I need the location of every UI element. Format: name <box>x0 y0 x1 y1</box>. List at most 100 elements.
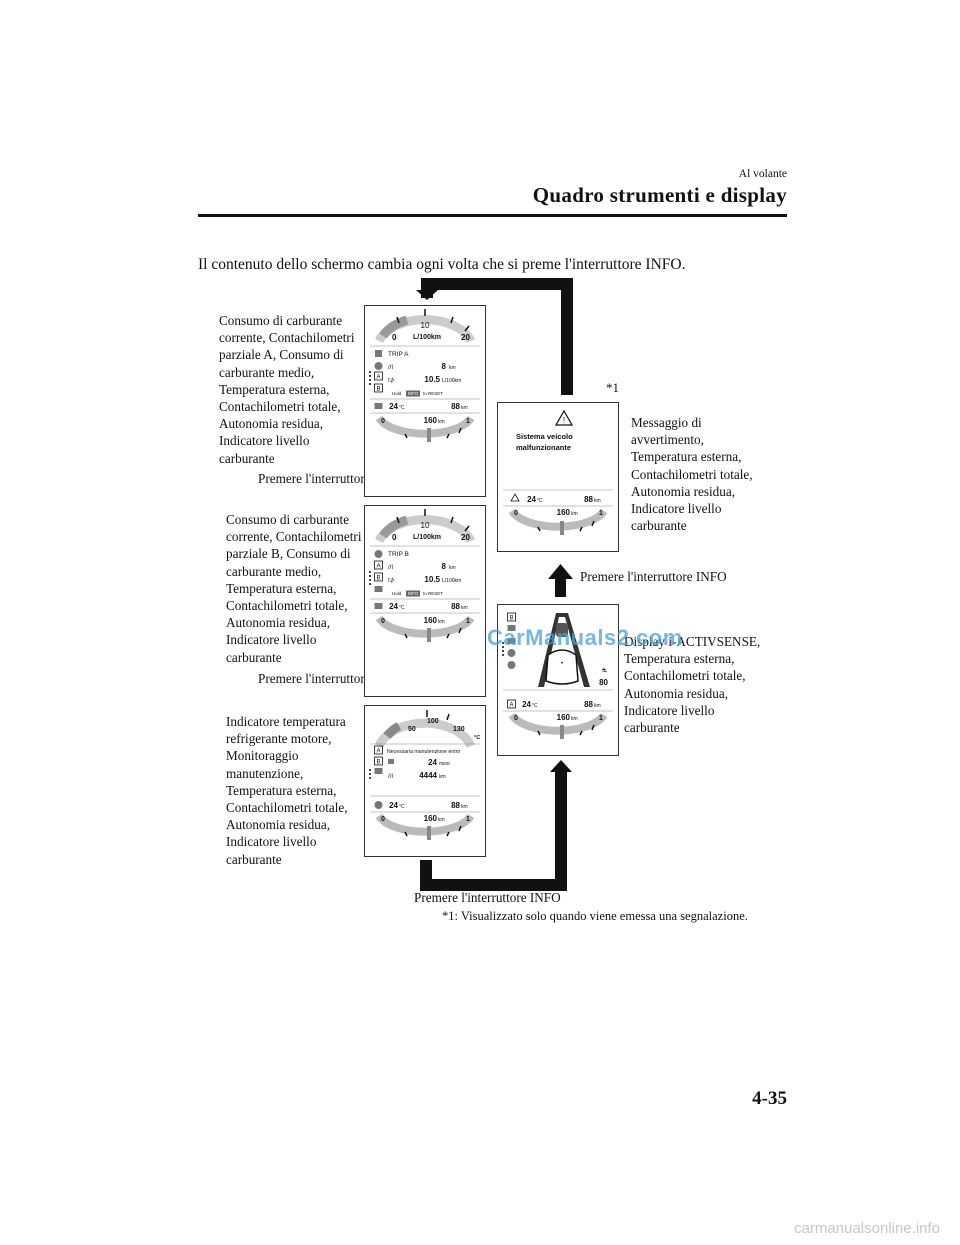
temp-unit: °C <box>399 405 405 411</box>
svg-text:°C: °C <box>532 703 538 709</box>
reset-hint-pre: Hold <box>392 391 402 396</box>
header-divider <box>198 214 787 217</box>
svg-text:°C: °C <box>399 804 405 810</box>
svg-text:160: 160 <box>424 814 438 823</box>
svg-text:km: km <box>438 817 445 823</box>
svg-text:88: 88 <box>451 801 460 810</box>
bottom-loop-arrowhead <box>550 760 572 772</box>
svg-text:I⊅: I⊅ <box>388 377 395 384</box>
svg-text:0: 0 <box>514 510 518 517</box>
warning-text-line-2: malfunzionante <box>516 443 571 452</box>
svg-text:km: km <box>461 804 468 810</box>
reset-hint-post: to RESET <box>423 391 443 396</box>
press-info-label-4: Premere l'interruttore INFO <box>414 890 561 905</box>
avg-consumption-unit: L/100km <box>442 378 461 384</box>
trip-distance: 8 <box>442 362 447 371</box>
badge-a: A <box>376 375 380 381</box>
fuel-gauge-min: 0 <box>392 333 397 342</box>
odometer: 88 <box>451 402 460 411</box>
svg-text:10.5: 10.5 <box>424 575 440 584</box>
svg-text:km: km <box>449 565 456 571</box>
trip-a-label: TRIP A <box>388 351 409 358</box>
svg-text:km: km <box>594 498 601 504</box>
svg-text:⛐: ⛐ <box>602 668 607 674</box>
svg-text:•: • <box>561 661 563 667</box>
top-loop-arrowhead <box>416 290 438 300</box>
badge-b: B <box>376 387 380 393</box>
up-arrow-head <box>548 564 573 579</box>
svg-text:8: 8 <box>442 562 447 571</box>
svg-text:L/100km: L/100km <box>442 578 461 584</box>
display-screen-trip-a: 1 0 0 20 L/100km TRIP A //I 8 km A I⊅ 10.… <box>364 305 486 497</box>
svg-text:24: 24 <box>527 495 536 504</box>
trip-a-display: 1 0 0 20 L/100km TRIP A //I 8 km A I⊅ 10.… <box>369 309 480 442</box>
svg-text:km: km <box>571 716 578 722</box>
svg-text://I: //I <box>388 365 393 371</box>
fuel-gauge-unit: L/100km <box>413 334 441 341</box>
svg-text:160: 160 <box>557 508 571 517</box>
svg-text:0: 0 <box>381 816 385 823</box>
svg-text:km: km <box>461 605 468 611</box>
svg-text:88: 88 <box>584 700 593 709</box>
svg-text:160: 160 <box>557 713 571 722</box>
svg-text:A: A <box>376 564 380 570</box>
activsense-speed: 80 <box>599 678 608 687</box>
coolant-mid: 100 <box>427 718 439 725</box>
svg-text:24: 24 <box>522 700 531 709</box>
press-info-label-3: Premere l'interruttore INFO <box>580 569 727 584</box>
warning-text-line-1: Sistema veicolo <box>516 432 573 441</box>
range: 160 <box>424 416 438 425</box>
fuel-level-max: 1 <box>466 418 470 425</box>
trip-b-display: 10 0 20 L/100km TRIP B A //I 8 km B I⊅ 1… <box>369 509 480 642</box>
svg-text:km: km <box>594 703 601 709</box>
bottom-watermark: carmanualsonline.info <box>794 1220 940 1237</box>
asterisk-mark: *1 <box>606 380 619 395</box>
up-arrow-stem <box>555 577 566 597</box>
trip-distance-unit: km <box>449 365 456 371</box>
svg-text:B: B <box>509 616 513 622</box>
footnote: *1: Visualizzato solo quando viene emess… <box>442 909 748 923</box>
fuel-level-min: 0 <box>381 418 385 425</box>
page-number: 4-35 <box>752 1088 787 1109</box>
svg-text:24: 24 <box>389 801 398 810</box>
fuel-gauge-max: 20 <box>461 333 470 342</box>
display-screen-activsense: B • 80 ⛐ A 24 °C 88 km 0 1 160 km <box>497 604 619 756</box>
outside-temp: 24 <box>389 402 398 411</box>
range-unit: km <box>438 419 445 425</box>
svg-text:1: 1 <box>466 816 470 823</box>
warning-display: ! Sistema veicolo malfunzionante 24 °C 8… <box>503 409 613 535</box>
svg-text:°C: °C <box>537 498 543 504</box>
svg-text:I⊅: I⊅ <box>388 577 395 584</box>
trip-b-label: TRIP B <box>388 551 409 558</box>
svg-text:160: 160 <box>424 616 438 625</box>
svg-text:1: 1 <box>466 618 470 625</box>
svg-text:Hold: Hold <box>392 591 402 596</box>
svg-text:24: 24 <box>389 602 398 611</box>
svg-text://I: //I <box>388 565 393 571</box>
svg-text:0: 0 <box>392 533 397 542</box>
odometer-unit: km <box>461 405 468 411</box>
section-label: Al volante <box>738 168 787 180</box>
svg-text:km: km <box>571 511 578 517</box>
display-screen-maintenance: 50 100 130 °C A Necessaria manutenzione … <box>364 705 486 857</box>
maintenance-months-unit: mesi <box>439 761 450 767</box>
svg-text:A: A <box>376 749 380 755</box>
activsense-display: B • 80 ⛐ A 24 °C 88 km 0 1 160 km <box>502 612 613 739</box>
maintenance-months: 24 <box>428 758 437 767</box>
svg-text://I: //I <box>388 774 393 780</box>
coolant-high: 130 <box>453 726 465 733</box>
svg-text:B: B <box>376 760 380 766</box>
svg-text:0: 0 <box>381 618 385 625</box>
avg-consumption: 10.5 <box>424 375 440 384</box>
display-screen-warning: ! Sistema veicolo malfunzionante 24 °C 8… <box>497 402 619 552</box>
page-title: Quadro strumenti e display <box>532 183 787 207</box>
svg-text:A: A <box>509 703 513 709</box>
svg-text:L/100km: L/100km <box>413 534 441 541</box>
coolant-unit: °C <box>474 735 480 741</box>
reset-hint-button: INFO <box>408 391 419 396</box>
svg-text:km: km <box>438 619 445 625</box>
svg-text:!: ! <box>563 416 565 425</box>
